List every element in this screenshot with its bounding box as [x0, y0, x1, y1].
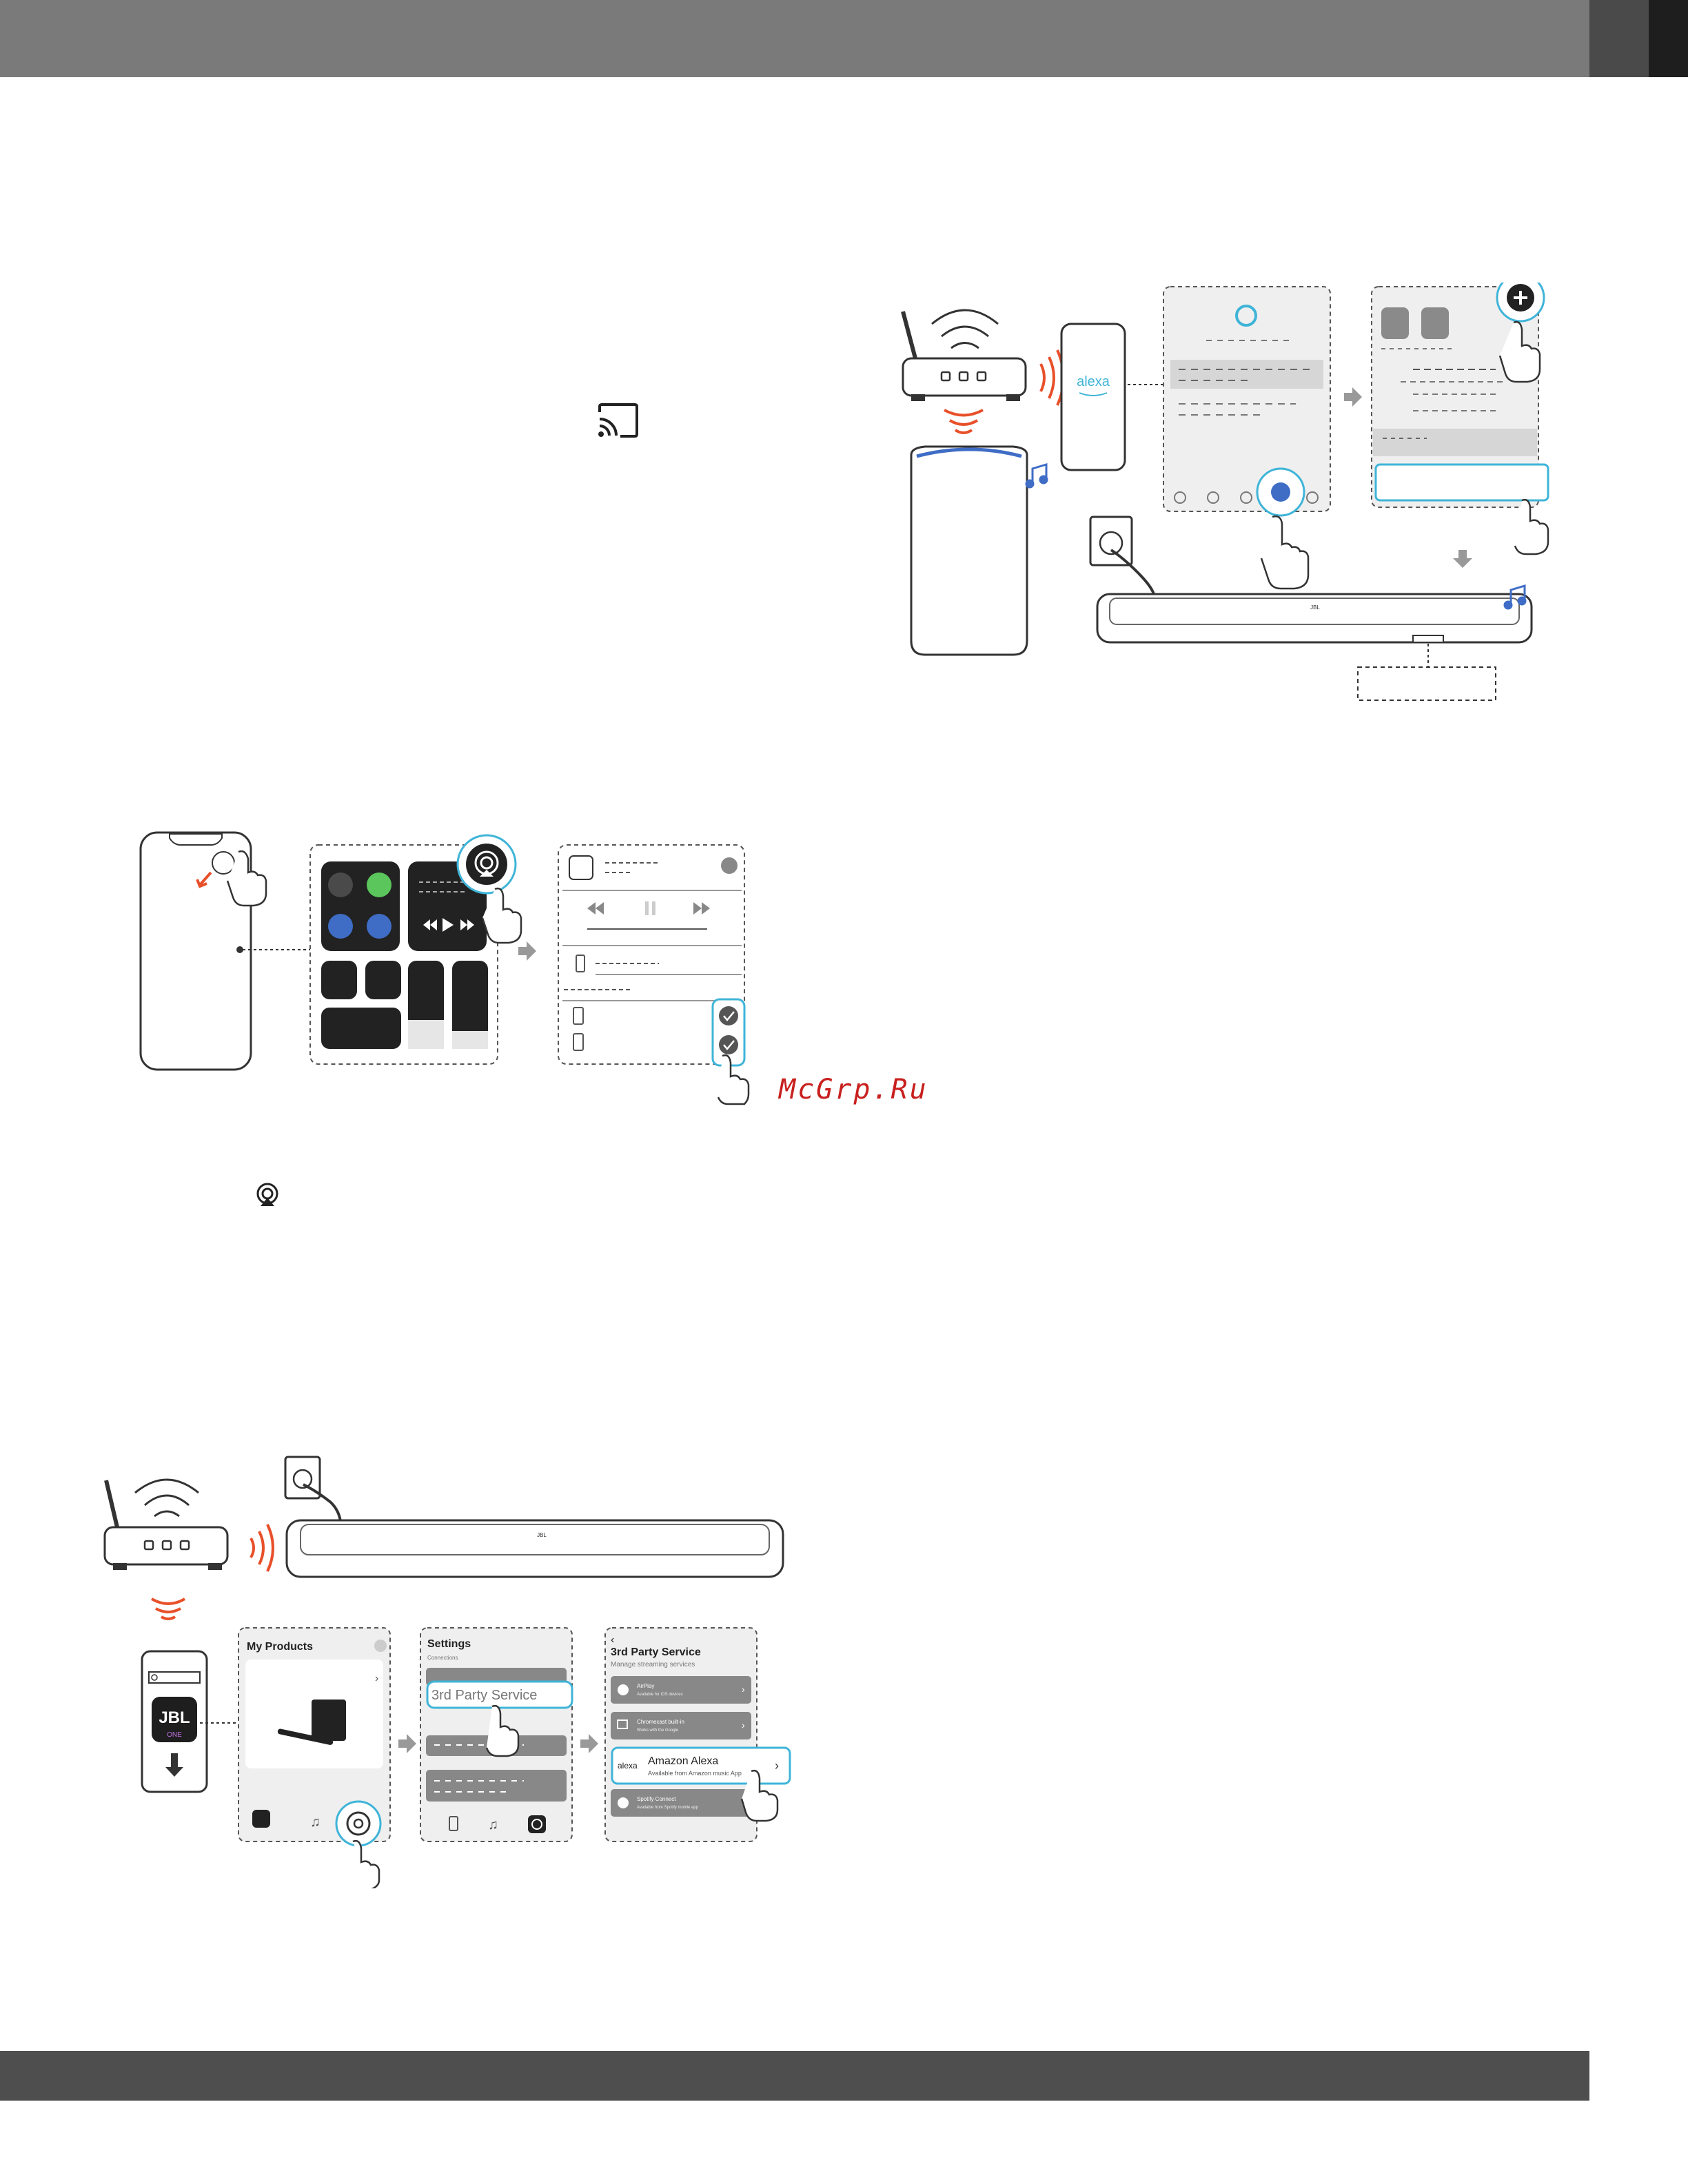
svg-text:›: ›: [775, 1759, 779, 1773]
hand-pointer-icon: [717, 1054, 750, 1105]
phone-icon: JBL ONE: [141, 1650, 208, 1793]
jbl-one-app-icon: [152, 1697, 197, 1742]
svg-text:›: ›: [742, 1684, 745, 1695]
service-amazon-alexa: Amazon Alexa: [648, 1755, 718, 1767]
soundbar-logo: JBL: [1310, 604, 1320, 611]
service-spotify: Spotify Connect: [637, 1796, 676, 1802]
power-outlet-icon: [284, 1456, 342, 1522]
router-icon: [103, 1478, 229, 1570]
hand-pointer-icon: [481, 887, 522, 944]
wifi-waves-icon: [150, 1524, 274, 1620]
hand-pointer-icon: [1514, 498, 1549, 555]
svg-text:alexa: alexa: [618, 1761, 638, 1770]
download-arrow-icon: [165, 1753, 183, 1777]
soundbar-icon: JBL: [1096, 593, 1533, 644]
control-center-screen: [309, 834, 522, 1065]
airplay-speaker-list-screen: [558, 844, 750, 1105]
settings-section: Connections: [427, 1655, 458, 1661]
power-outlet-icon: [1089, 516, 1155, 595]
chromecast-cast-icon: [598, 403, 638, 438]
third-party-subtitle: Manage streaming services: [611, 1661, 695, 1668]
svg-text:Works with the Google: Works with the Google: [637, 1728, 679, 1733]
router-icon: [901, 309, 1027, 401]
hand-pointer-icon: [485, 1704, 520, 1757]
svg-text:ONE: ONE: [167, 1731, 182, 1739]
header-bar-segment: [1589, 0, 1649, 77]
alexa-app-screen-home: [1163, 286, 1331, 590]
callout-box: [1357, 666, 1496, 701]
my-products-title: My Products: [247, 1641, 313, 1653]
service-airplay: AirPlay: [637, 1683, 654, 1689]
settings-title: Settings: [427, 1638, 471, 1650]
watermark: McGrp.Ru: [779, 1074, 928, 1105]
svg-text:JBL: JBL: [159, 1708, 190, 1727]
music-note-icon: [1025, 462, 1048, 489]
footer-bar: [0, 2051, 1589, 2101]
third-party-service-screen: ‹ 3rd Party Service Manage streaming ser…: [604, 1627, 791, 1842]
svg-text:›: ›: [375, 1673, 378, 1684]
echo-speaker-icon: [910, 445, 1028, 656]
third-party-service-highlight: 3rd Party Service: [431, 1688, 537, 1703]
jbl-app-diagram: JBL JBL ONE My Products › ♫ Settings Con…: [103, 1456, 791, 1888]
check-icon: [719, 1035, 738, 1054]
alexa-app-screen-devices: [1371, 283, 1549, 555]
close-icon: [721, 857, 738, 874]
music-note-icon: [1503, 584, 1527, 610]
svg-text:Available for iOS devices: Available for iOS devices: [637, 1693, 683, 1697]
hand-pointer-icon: [1260, 515, 1310, 590]
third-party-title: 3rd Party Service: [611, 1646, 701, 1658]
svg-text:Available from Amazon music Ap: Available from Amazon music App: [648, 1770, 742, 1777]
alexa-setup-diagram: alexa: [901, 283, 1549, 701]
svg-text:‹: ‹: [611, 1634, 614, 1646]
my-products-screen: My Products › ♫: [238, 1627, 391, 1888]
phone-icon: alexa: [1060, 323, 1126, 471]
arrow-right-icon: [580, 1734, 598, 1753]
soundbar-icon: JBL: [285, 1519, 784, 1578]
gear-icon: [346, 1811, 371, 1836]
airplay-diagram: [139, 831, 750, 1105]
svg-text:Available from Spotify mobile: Available from Spotify mobile app: [637, 1806, 699, 1810]
hand-pointer-icon: [740, 1769, 779, 1822]
arrow-right-icon: [398, 1734, 416, 1753]
svg-text:›: ›: [742, 1719, 745, 1731]
arrow-right-icon: [1344, 387, 1362, 407]
header-bar-segment-dark: [1649, 0, 1688, 77]
alexa-ring-icon: [1235, 305, 1257, 327]
airplay-icon: [256, 1183, 278, 1206]
header-bar: [0, 0, 1589, 77]
check-icon: [719, 1006, 738, 1025]
hand-pointer-icon: [1498, 320, 1541, 383]
service-chromecast: Chromecast built-in: [637, 1719, 684, 1725]
svg-text:♫: ♫: [310, 1815, 321, 1830]
svg-text:♫: ♫: [488, 1817, 498, 1833]
soundbar-logo: JBL: [537, 1532, 547, 1538]
alexa-logo: alexa: [1077, 374, 1110, 389]
arrow-down-icon: [1453, 550, 1472, 568]
hand-pointer-icon: [352, 1839, 380, 1888]
arrow-right-icon: [518, 941, 536, 961]
hand-pointer-icon: [226, 850, 267, 907]
devices-icon: [1271, 482, 1290, 502]
smartphone-icon: [139, 831, 267, 1071]
settings-screen: Settings Connections 3rd Party Service ♫: [420, 1627, 573, 1842]
